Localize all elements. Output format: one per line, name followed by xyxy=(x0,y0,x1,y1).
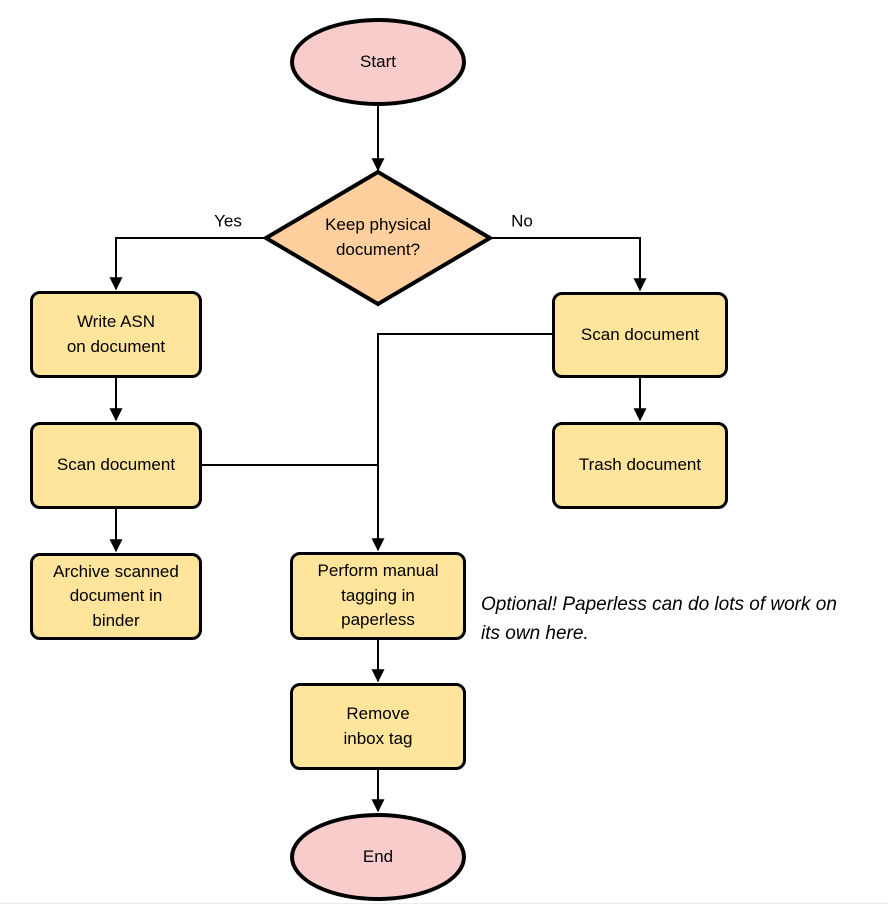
process-remove-inbox-tag: Remove inbox tag xyxy=(290,683,466,770)
process-scan-document-right: Scan document xyxy=(552,292,728,378)
decision-node-label: Keep physical document? xyxy=(325,215,431,259)
edge-label-yes: Yes xyxy=(214,211,242,231)
process-scan-document-left: Scan document xyxy=(30,422,202,509)
edge-decision-yes-to-write-asn xyxy=(109,237,266,291)
process-trash-document: Trash document xyxy=(552,422,728,509)
process-archive-scanned: Archive scanned document in binder xyxy=(30,553,202,640)
optional-note: Optional! Paperless can do lots of work … xyxy=(481,594,837,645)
edge-scan-right-to-tagging xyxy=(371,333,552,552)
process-manual-tagging: Perform manual tagging in paperless xyxy=(290,552,466,640)
edge-label-no: No xyxy=(511,211,533,231)
page-bottom-divider xyxy=(0,903,888,904)
decision-shape xyxy=(262,169,494,307)
edge-decision-no-to-scan-right xyxy=(490,237,647,292)
process-write-asn: Write ASN on document xyxy=(30,291,202,378)
start-node: Start xyxy=(290,18,466,106)
end-node: End xyxy=(290,813,466,901)
